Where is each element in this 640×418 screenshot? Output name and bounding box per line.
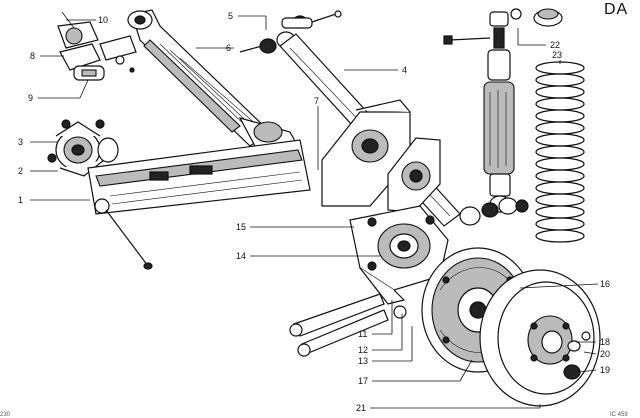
callout-14: 14 [236, 251, 246, 261]
callout-23: 23 [552, 50, 562, 60]
callout-21: 21 [356, 403, 366, 413]
callout-7: 7 [314, 96, 319, 106]
leader-lines [30, 15, 599, 409]
callout-9: 9 [28, 93, 33, 103]
universal-joint-parts [57, 11, 137, 81]
callout-17: 17 [358, 376, 368, 386]
callout-5: 5 [228, 11, 233, 21]
upper-link-bushings [239, 10, 342, 54]
spring-seat [533, 8, 563, 27]
lower-cross-beam [87, 139, 311, 270]
callout-22: 22 [550, 40, 560, 50]
callout-6: 6 [226, 43, 231, 53]
mounting-brackets [321, 99, 441, 213]
callout-13: 13 [358, 356, 368, 366]
callout-numbers: 1 2 3 4 5 6 7 8 9 10 11 12 13 14 15 16 1… [18, 11, 610, 413]
corner-label: DA [604, 1, 628, 18]
callout-20: 20 [600, 349, 610, 359]
callout-8: 8 [30, 51, 35, 61]
coil-spring [535, 61, 585, 243]
callout-1: 1 [18, 195, 23, 205]
callout-15: 15 [236, 222, 246, 232]
bottom-right-code: IC 459 [610, 412, 628, 418]
callout-10: 10 [98, 15, 108, 25]
bottom-left-code: 230 [0, 412, 11, 418]
callout-19: 19 [600, 365, 610, 375]
lower-arm-studs [289, 293, 407, 357]
callout-3: 3 [18, 137, 23, 147]
callout-18: 18 [600, 337, 610, 347]
callout-4: 4 [402, 65, 407, 75]
callout-2: 2 [18, 166, 23, 176]
lower-link-bushings [459, 197, 529, 226]
rubber-bushing-mount [47, 119, 119, 177]
shock-absorber [443, 8, 522, 213]
hub-nut-and-washer [563, 331, 591, 380]
hub-carrier [349, 205, 449, 305]
callout-16: 16 [600, 279, 610, 289]
torque-tube-assembly [127, 9, 302, 151]
callout-11: 11 [358, 329, 367, 339]
callout-12: 12 [358, 345, 368, 355]
